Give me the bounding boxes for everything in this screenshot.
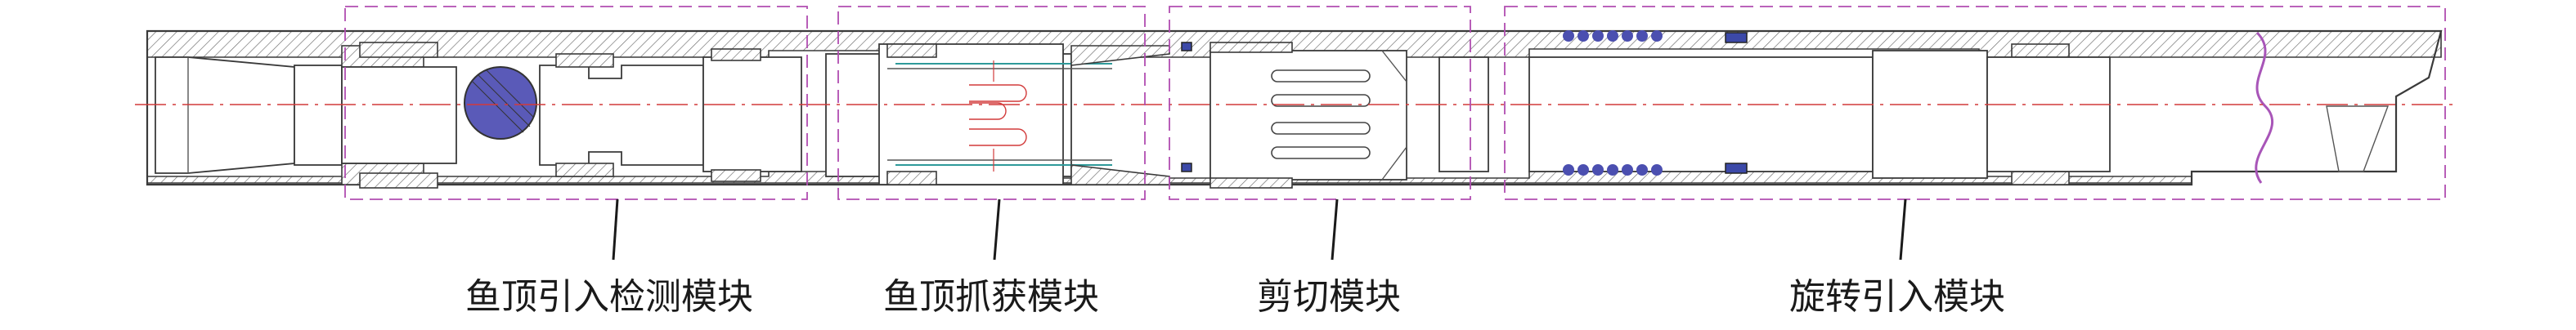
break-line	[2255, 31, 2274, 184]
leader-rotary	[1899, 198, 1907, 261]
module-box-shear	[1169, 6, 1471, 200]
catch-internals	[825, 43, 1170, 185]
leader-detect	[612, 198, 619, 261]
label-fish-top-guide-detect: 鱼顶引入检测模块	[465, 276, 753, 318]
leader-catch	[993, 198, 1001, 261]
label-rotary-guide: 旋转引入模块	[1789, 276, 2005, 318]
rotary-internals	[1528, 30, 2390, 185]
shear-slots	[1271, 69, 1371, 159]
label-fish-top-catch: 鱼顶抓获模块	[883, 276, 1099, 318]
detection-ball	[464, 66, 537, 140]
leader-shear	[1331, 198, 1339, 261]
label-shear: 剪切模块	[1257, 276, 1401, 318]
module-box-rotary	[1504, 6, 2446, 200]
lower-seal	[1725, 163, 1748, 174]
detection-internals	[539, 48, 802, 182]
outer-silhouette	[146, 29, 2443, 186]
upper-seal	[1725, 32, 1748, 43]
upper-balls	[1563, 30, 1663, 42]
lower-balls	[1563, 164, 1663, 176]
ball-hatch-lines	[472, 69, 534, 133]
shear-internals	[1181, 42, 1489, 189]
inlet-section	[155, 42, 457, 189]
module-box-catch	[837, 6, 1146, 200]
module-box-detect	[344, 6, 808, 200]
